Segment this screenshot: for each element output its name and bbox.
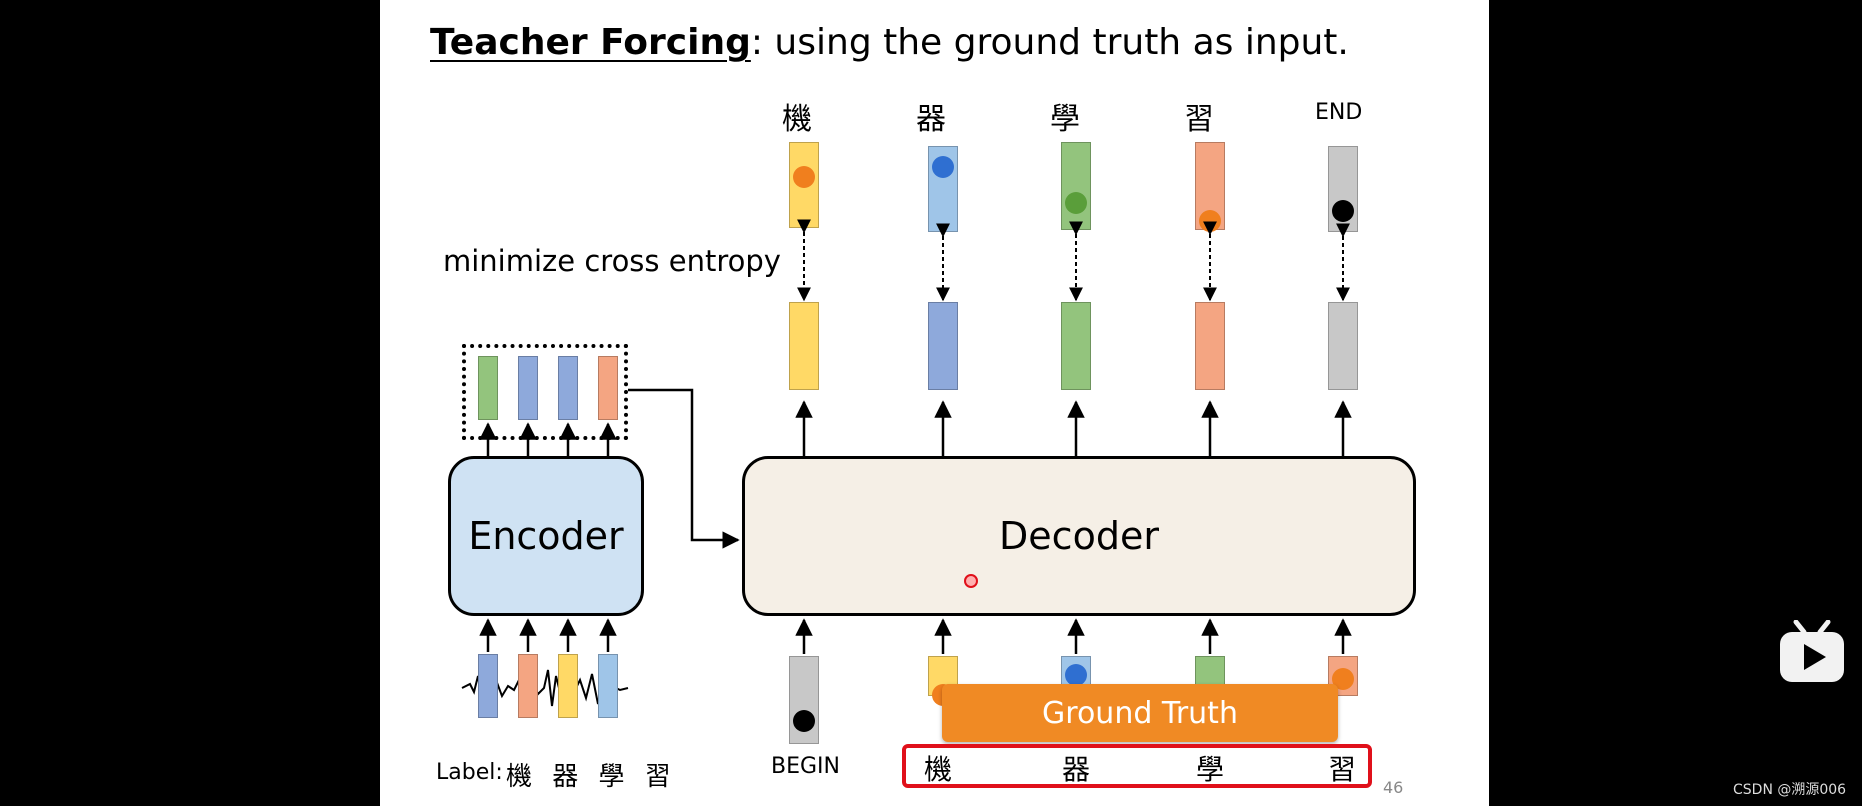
ground-truth-row [902,744,1372,788]
encoder-output-2 [518,356,538,420]
input-dot-4 [1332,668,1354,690]
output-token-2: 器 [916,102,946,137]
acoustic-feature-4 [598,654,618,718]
acoustic-feature-1 [478,654,498,718]
encoder-output-1 [478,356,498,420]
target-dot-3 [1065,192,1087,214]
slide-title: Teacher Forcing: using the ground truth … [430,22,1349,63]
page-number: 46 [1383,778,1404,797]
input-dot-2 [1065,664,1087,686]
target-dist-3 [1061,142,1091,230]
ground-truth-banner: Ground Truth [942,684,1338,742]
decoder-output-end [1328,302,1358,390]
encoder-output-group [462,344,628,440]
label-tokens: 機 器 學 習 [506,762,677,792]
laser-pointer [964,574,978,588]
encoder-output-3 [558,356,578,420]
acoustic-feature-2 [518,654,538,718]
watermark: CSDN @溯源006 [1733,782,1847,798]
slide: Teacher Forcing: using the ground truth … [380,0,1489,806]
decoder-output-4 [1195,302,1225,390]
gt-token-2: 器 [1062,753,1091,786]
ground-truth-label: Ground Truth [1042,695,1238,731]
gt-token-3: 學 [1196,753,1225,786]
output-token-4: 習 [1184,102,1214,137]
decoder-output-1 [789,302,819,390]
decoder-output-2 [928,302,958,390]
target-dot-1 [793,166,815,188]
acoustic-feature-3 [558,654,578,718]
encoder-output-4 [598,356,618,420]
label-prefix: Label: [436,760,503,785]
encoder-block: Encoder [448,456,644,616]
gt-token-1: 機 [924,753,953,786]
decoder-block: Decoder [742,456,1416,616]
diagram-lines [461,219,1352,707]
target-dot-end [1332,200,1354,222]
decoder-label: Decoder [999,514,1159,558]
begin-dot [793,710,815,732]
title-rest: : using the ground truth as input. [750,22,1349,63]
title-bold: Teacher Forcing [430,22,751,63]
output-token-3: 學 [1050,102,1080,137]
loss-label: minimize cross entropy [443,244,781,278]
encoder-label: Encoder [468,514,624,558]
output-token-1: 機 [782,102,812,137]
gt-token-4: 習 [1328,753,1357,786]
target-dist-1 [789,142,819,228]
tv-play-icon[interactable] [1778,620,1846,684]
target-dot-2 [932,156,954,178]
output-token-end: END [1315,100,1363,125]
decoder-output-3 [1061,302,1091,390]
begin-label: BEGIN [771,754,840,779]
